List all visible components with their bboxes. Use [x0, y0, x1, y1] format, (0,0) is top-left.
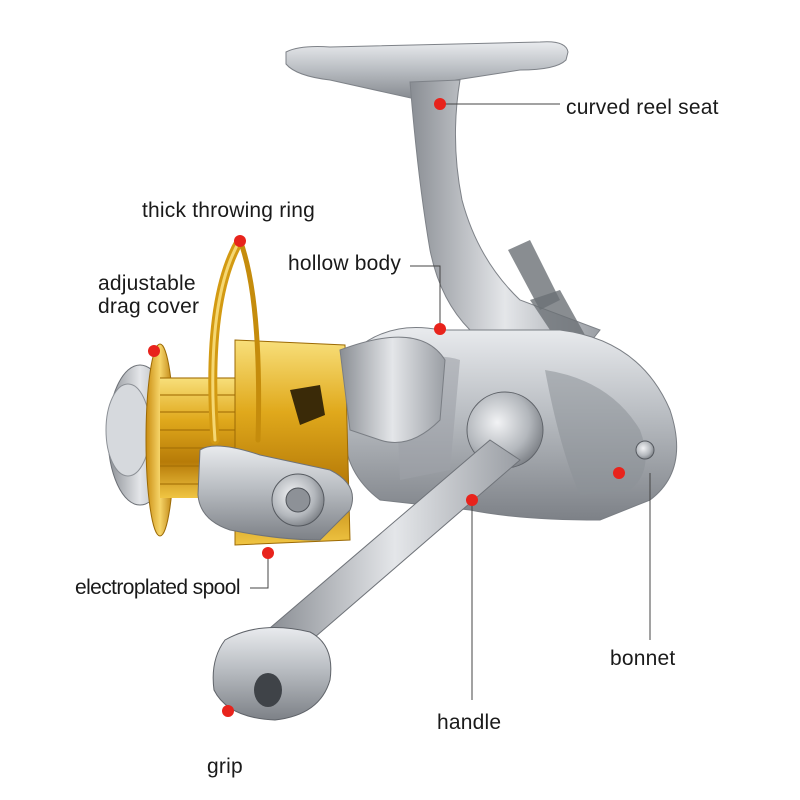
rotor-arm — [197, 336, 446, 541]
marker-spool — [262, 547, 274, 559]
label-curved-reel-seat: curved reel seat — [566, 96, 719, 119]
marker-handle — [466, 494, 478, 506]
reel-seat-foot — [285, 41, 569, 105]
marker-throwing-ring — [234, 235, 246, 247]
marker-bonnet — [613, 467, 625, 479]
label-adjustable-drag-cover: adjustable drag cover — [98, 272, 200, 319]
label-electroplated-spool: electroplated spool — [75, 576, 240, 599]
throwing-ring — [208, 235, 262, 445]
label-grip: grip — [207, 755, 243, 778]
leader-lines — [250, 103, 651, 700]
label-hollow-body: hollow body — [288, 252, 402, 275]
markers — [148, 98, 625, 717]
marker-grip — [222, 705, 234, 717]
grip-knob — [212, 627, 332, 721]
marker-curved-reel-seat — [434, 98, 446, 110]
label-handle: handle — [437, 711, 502, 734]
label-bonnet: bonnet — [610, 647, 676, 670]
handle-arm — [269, 391, 544, 651]
marker-hollow-body — [434, 323, 446, 335]
marker-drag-cover — [148, 345, 160, 357]
label-thick-throwing-ring: thick throwing ring — [142, 199, 316, 222]
